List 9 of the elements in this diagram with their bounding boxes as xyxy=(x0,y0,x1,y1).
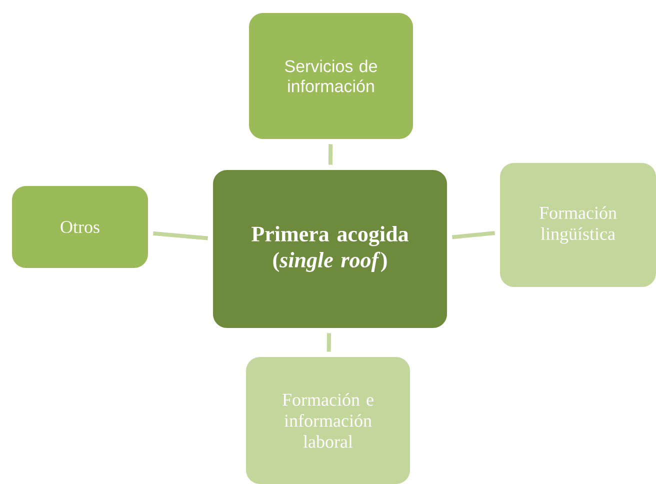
connector-line xyxy=(326,333,332,352)
rounded-box: Formación lingüística xyxy=(500,163,656,287)
rounded-box: Primera acogida (single roof) xyxy=(213,170,447,328)
rounded-box: Otros xyxy=(12,186,148,268)
rounded-box: Servicios de información xyxy=(249,13,413,139)
rounded-box: Formación e información laboral xyxy=(246,357,410,484)
connector-line xyxy=(328,144,333,165)
connector-line xyxy=(153,231,208,240)
connector-line xyxy=(452,231,496,240)
